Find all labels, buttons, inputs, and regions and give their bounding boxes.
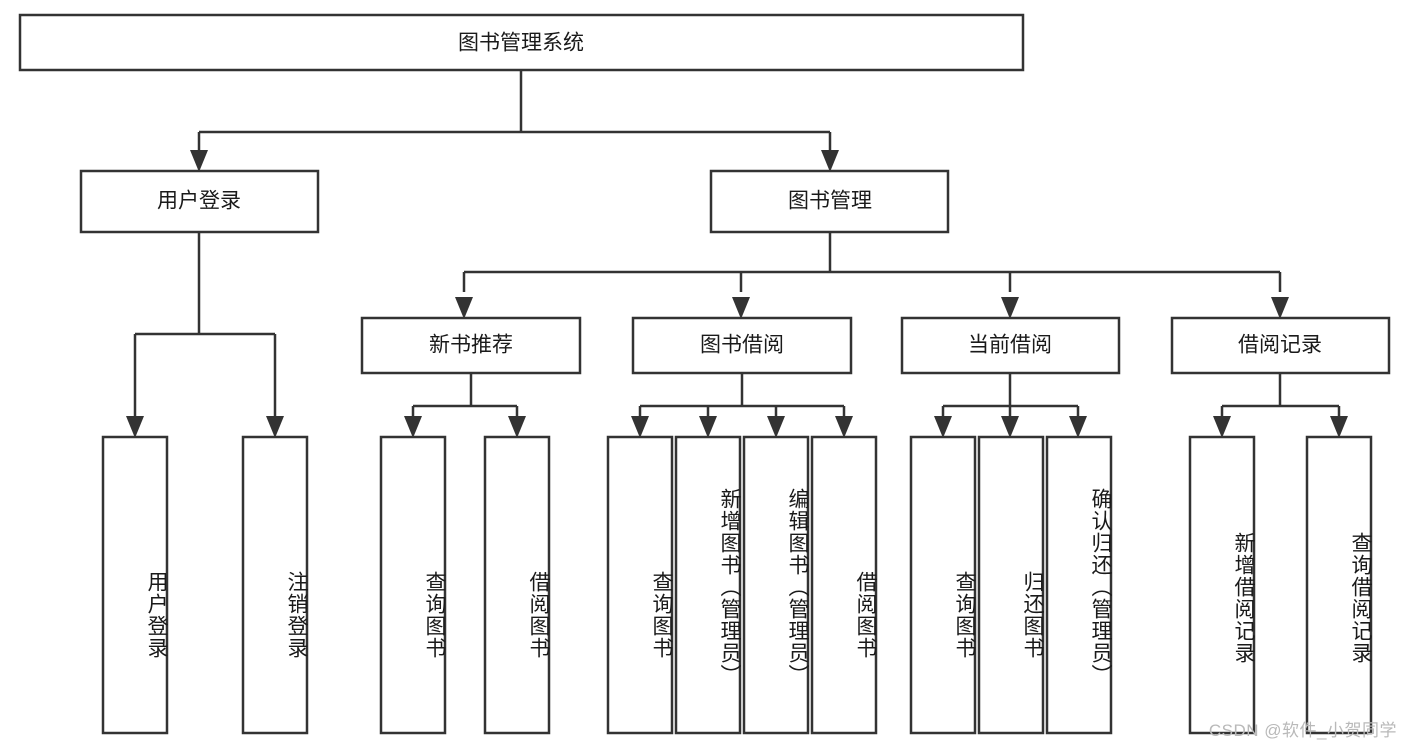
node-book-management-label: 图书管理 — [788, 190, 872, 213]
node-root-label: 图书管理系统 — [458, 32, 584, 55]
arrow-to-borrow-record-icon — [1271, 297, 1289, 319]
node-new-book-recommend-box[interactable] — [360, 316, 582, 375]
arrow-to-leaf-borrow-book-1-icon — [508, 416, 526, 438]
node-current-borrow-box[interactable] — [900, 316, 1121, 375]
arrow-to-leaf-user-login-icon — [126, 416, 144, 438]
arrow-root-to-book-management-icon — [821, 150, 839, 172]
arrow-to-leaf-confirm-return-icon — [1069, 416, 1087, 438]
node-book-management-box[interactable] — [709, 169, 950, 234]
leaf-query-book-3-box[interactable] — [909, 435, 977, 735]
node-book-borrow-box[interactable] — [631, 316, 853, 375]
arrow-to-book-borrow-icon — [732, 297, 750, 319]
node-root-box[interactable] — [18, 13, 1025, 72]
arrow-to-leaf-query-book-3-icon — [934, 416, 952, 438]
arrow-to-leaf-borrow-book-2-icon — [835, 416, 853, 438]
node-user-login-label: 用户登录 — [157, 190, 241, 213]
leaf-query-record-box[interactable] — [1305, 435, 1373, 735]
arrow-to-leaf-query-book-2-icon — [631, 416, 649, 438]
arrow-to-leaf-edit-book-icon — [767, 416, 785, 438]
leaf-user-login-box[interactable] — [101, 435, 169, 735]
arrow-to-leaf-logout-login-icon — [266, 416, 284, 438]
arrow-root-to-user-login-icon — [190, 150, 208, 172]
arrow-to-leaf-query-record-icon — [1330, 416, 1348, 438]
leaf-add-book-box[interactable] — [674, 435, 742, 735]
node-current-borrow-label: 当前借阅 — [968, 334, 1052, 357]
node-borrow-record-label: 借阅记录 — [1238, 334, 1322, 357]
arrow-to-leaf-query-book-1-icon — [404, 416, 422, 438]
leaf-return-book-box[interactable] — [977, 435, 1045, 735]
leaf-logout-login-box[interactable] — [241, 435, 309, 735]
node-book-borrow-label: 图书借阅 — [700, 334, 784, 357]
leaf-query-book-2-box[interactable] — [606, 435, 674, 735]
node-borrow-record-box[interactable] — [1170, 316, 1391, 375]
leaf-borrow-book-2-box[interactable] — [810, 435, 878, 735]
arrow-to-leaf-add-record-icon — [1213, 416, 1231, 438]
leaf-edit-book-box[interactable] — [742, 435, 810, 735]
leaf-query-book-1-box[interactable] — [379, 435, 447, 735]
leaf-borrow-book-1-box[interactable] — [483, 435, 551, 735]
arrow-to-leaf-add-book-icon — [699, 416, 717, 438]
arrow-to-new-book-recommend-icon — [455, 297, 473, 319]
watermark-text: CSDN @软件_小贺同学 — [1208, 721, 1397, 740]
arrow-to-leaf-return-book-icon — [1001, 416, 1019, 438]
leaf-add-record-box[interactable] — [1188, 435, 1256, 735]
arrow-to-current-borrow-icon — [1001, 297, 1019, 319]
node-new-book-recommend-label: 新书推荐 — [429, 334, 513, 357]
leaf-confirm-return-box[interactable] — [1045, 435, 1113, 735]
